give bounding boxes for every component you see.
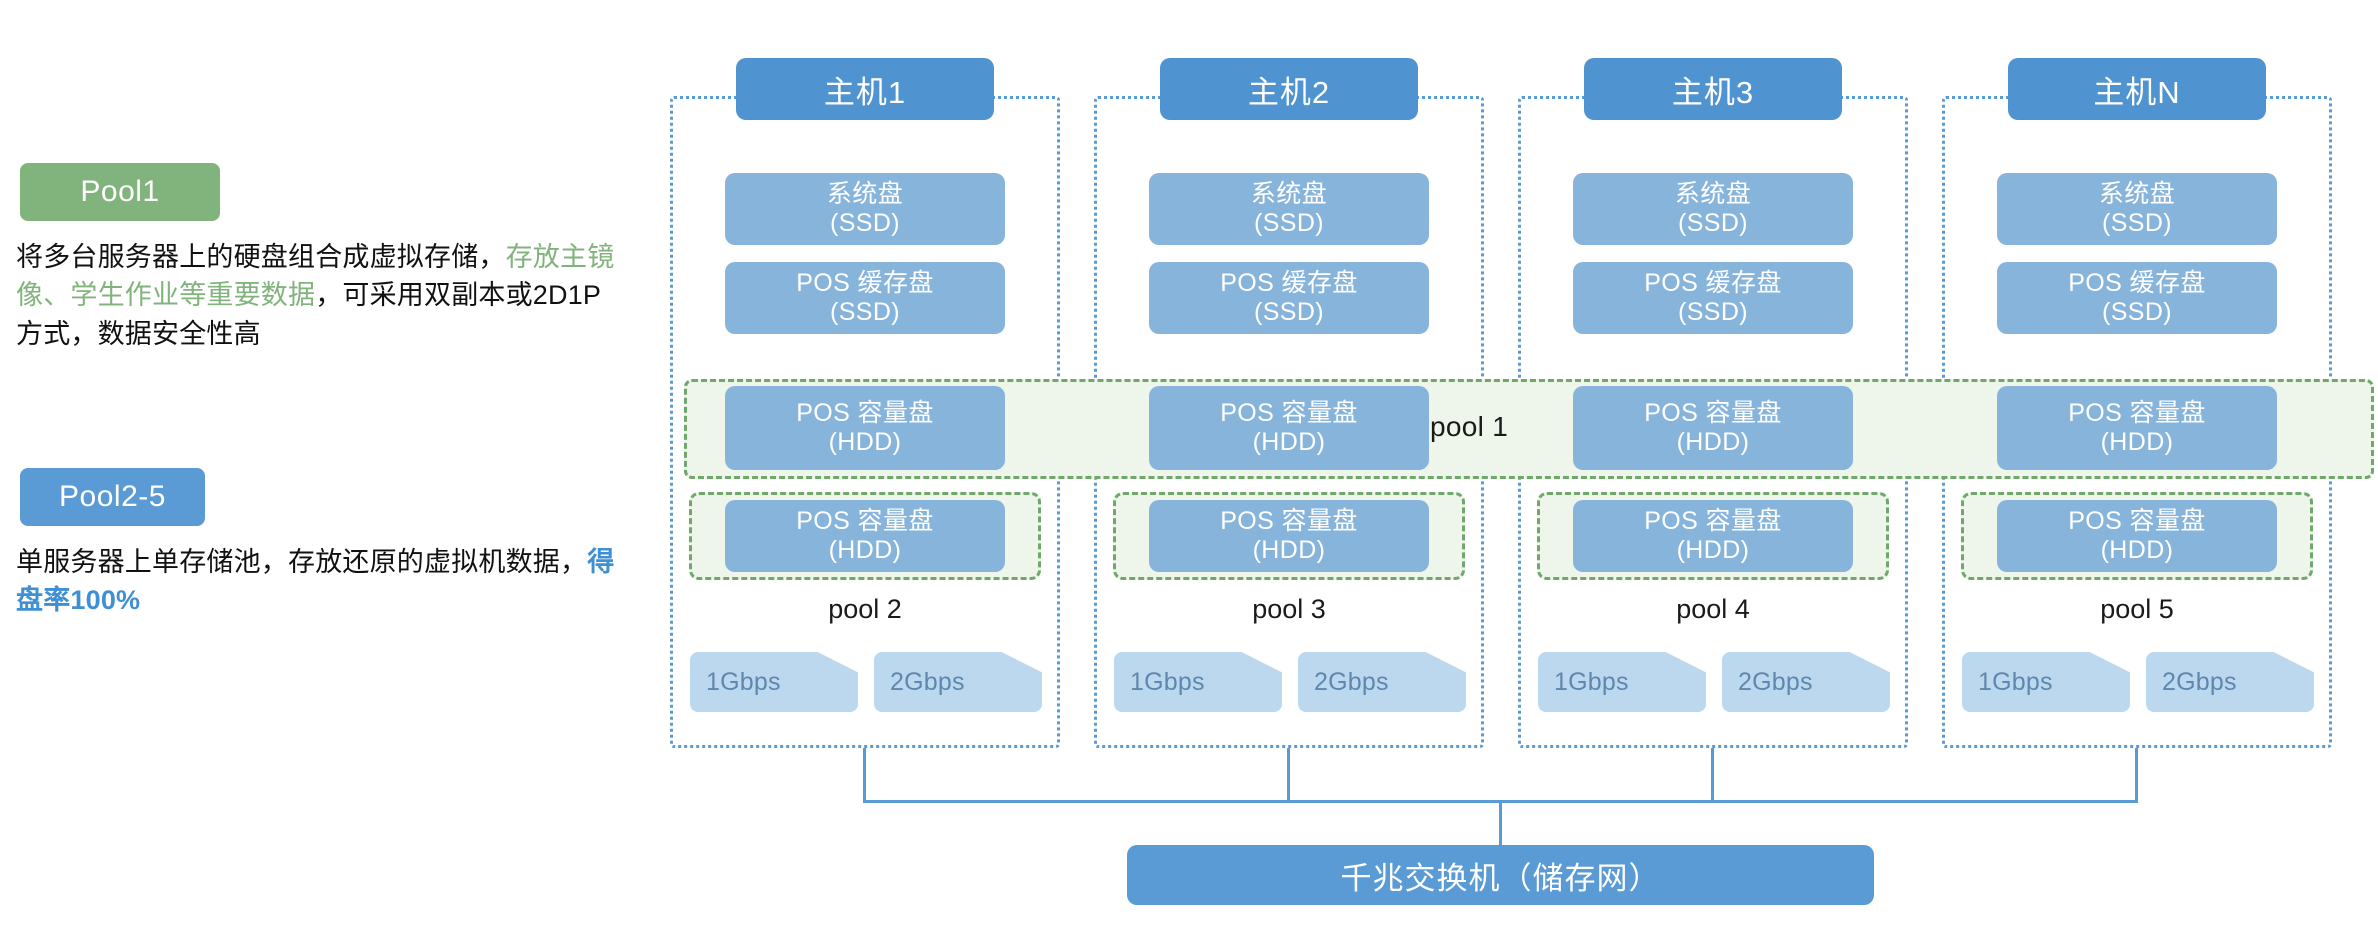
nic-speed-label: 2Gbps [1738, 667, 1813, 696]
disk-label-line2: (HDD) [828, 428, 902, 456]
disk-label-line2: (SSD) [2101, 298, 2173, 326]
disk-label-line1: 系统盘 [1674, 180, 1752, 209]
disk-label-line2: (HDD) [1252, 536, 1326, 564]
nic-speed-label: 2Gbps [890, 667, 965, 696]
disk-label-line2: (HDD) [828, 536, 902, 564]
disk-box: POS 缓存盘 (SSD) [1149, 262, 1429, 334]
nic-speed-label: 1Gbps [1130, 667, 1205, 696]
disk-label-line1: 系统盘 [826, 180, 904, 209]
disk-box: POS 缓存盘 (SSD) [1573, 262, 1853, 334]
pool25-description: 单服务器上单存储池，存放还原的虚拟机数据，得盘率100% [16, 543, 616, 620]
disk-label-line1: POS 缓存盘 [1220, 269, 1358, 298]
disk-box: 系统盘 (SSD) [725, 173, 1005, 245]
disk-label-line1: POS 缓存盘 [2068, 269, 2206, 298]
disk-label-line1: POS 容量盘 [1220, 507, 1358, 536]
nic-speed-label: 1Gbps [1978, 667, 2053, 696]
pool-name-label: pool 2 [828, 594, 902, 624]
nic-card-icon: 2Gbps [874, 652, 1042, 712]
nic-card-icon: 1Gbps [1538, 652, 1706, 712]
disk-box: POS 容量盘 (HDD) [1997, 386, 2277, 470]
disk-box: POS 容量盘 (HDD) [1149, 500, 1429, 572]
nic-card-icon: 2Gbps [2146, 652, 2314, 712]
pool25-badge: Pool2-5 [20, 468, 205, 526]
nic-speed-label: 1Gbps [706, 667, 781, 696]
connector-line [1287, 748, 1290, 802]
legend-panel: Pool1 将多台服务器上的硬盘组合成虚拟存储，存放主镜像、学生作业等重要数据，… [0, 0, 660, 944]
pool1-description: 将多台服务器上的硬盘组合成虚拟存储，存放主镜像、学生作业等重要数据，可采用双副本… [16, 238, 616, 353]
nic-card-icon: 1Gbps [1114, 652, 1282, 712]
disk-label-line2: (HDD) [1676, 536, 1750, 564]
disk-label-line1: POS 容量盘 [796, 507, 934, 536]
disk-label-line2: (SSD) [1677, 209, 1749, 237]
host-title-n: 主机N [2008, 58, 2266, 120]
connector-line [2135, 748, 2138, 802]
disk-label-line2: (HDD) [1252, 428, 1326, 456]
disk-box: POS 容量盘 (HDD) [1573, 386, 1853, 470]
disk-label-line1: POS 缓存盘 [1644, 269, 1782, 298]
connector-line [1711, 748, 1714, 802]
disk-box: POS 容量盘 (HDD) [725, 500, 1005, 572]
pool1-desc-highlight: 存放主镜像、学生作业等重要数据 [16, 242, 615, 311]
disk-label-line1: POS 容量盘 [2068, 399, 2206, 428]
pool25-desc-highlight: 得盘率100% [16, 547, 615, 616]
disk-label-line2: (HDD) [2100, 536, 2174, 564]
nic-speed-label: 1Gbps [1554, 667, 1629, 696]
disk-label-line2: (HDD) [2100, 428, 2174, 456]
disk-box: 系统盘 (SSD) [1149, 173, 1429, 245]
disk-box: POS 缓存盘 (SSD) [1997, 262, 2277, 334]
disk-label-line2: (SSD) [1253, 209, 1325, 237]
disk-box: POS 容量盘 (HDD) [1997, 500, 2277, 572]
disk-label-line2: (HDD) [1676, 428, 1750, 456]
nic-speed-label: 2Gbps [2162, 667, 2237, 696]
disk-label-line1: POS 容量盘 [1220, 399, 1358, 428]
pool1-desc-part2: ，可采用双副本或2D1P方式，数据安全性高 [16, 280, 602, 349]
connector-line [863, 748, 866, 802]
nic-card-icon: 2Gbps [1722, 652, 1890, 712]
shared-pool1-label: pool 1 [1430, 411, 1509, 442]
host-title-3: 主机3 [1584, 58, 1842, 120]
pool-name-label: pool 3 [1252, 594, 1326, 624]
disk-label-line1: POS 容量盘 [1644, 507, 1782, 536]
disk-box: POS 容量盘 (HDD) [1573, 500, 1853, 572]
disk-label-line1: POS 容量盘 [1644, 399, 1782, 428]
pool-name-label: pool 5 [2100, 594, 2174, 624]
disk-label-line2: (SSD) [829, 209, 901, 237]
disk-label-line2: (SSD) [829, 298, 901, 326]
connector-stem-line [1499, 800, 1502, 848]
disk-box: 系统盘 (SSD) [1573, 173, 1853, 245]
nic-card-icon: 2Gbps [1298, 652, 1466, 712]
host-title-2: 主机2 [1160, 58, 1418, 120]
disk-label-line1: POS 容量盘 [796, 399, 934, 428]
disk-label-line1: POS 容量盘 [2068, 507, 2206, 536]
nic-card-icon: 1Gbps [1962, 652, 2130, 712]
switch-box: 千兆交换机（储存网） [1127, 845, 1874, 905]
disk-label-line2: (SSD) [2101, 209, 2173, 237]
disk-box: POS 缓存盘 (SSD) [725, 262, 1005, 334]
pool25-desc-part1: 单服务器上单存储池，存放还原的虚拟机数据， [16, 547, 588, 577]
pool-name-label: pool 4 [1676, 594, 1750, 624]
disk-label-line2: (SSD) [1253, 298, 1325, 326]
disk-label-line1: POS 缓存盘 [796, 269, 934, 298]
nic-speed-label: 2Gbps [1314, 667, 1389, 696]
architecture-diagram: pool 1 主机1 主机2 主机3 主机N 系统盘 (SSD) POS 缓存盘… [660, 0, 2378, 944]
disk-label-line1: 系统盘 [1250, 180, 1328, 209]
nic-card-icon: 1Gbps [690, 652, 858, 712]
pool1-desc-part1: 将多台服务器上的硬盘组合成虚拟存储， [16, 242, 506, 272]
disk-box: POS 容量盘 (HDD) [725, 386, 1005, 470]
host-title-1: 主机1 [736, 58, 994, 120]
disk-label-line2: (SSD) [1677, 298, 1749, 326]
disk-box: 系统盘 (SSD) [1997, 173, 2277, 245]
disk-box: POS 容量盘 (HDD) [1149, 386, 1429, 470]
disk-label-line1: 系统盘 [2098, 180, 2176, 209]
pool1-badge: Pool1 [20, 163, 220, 221]
